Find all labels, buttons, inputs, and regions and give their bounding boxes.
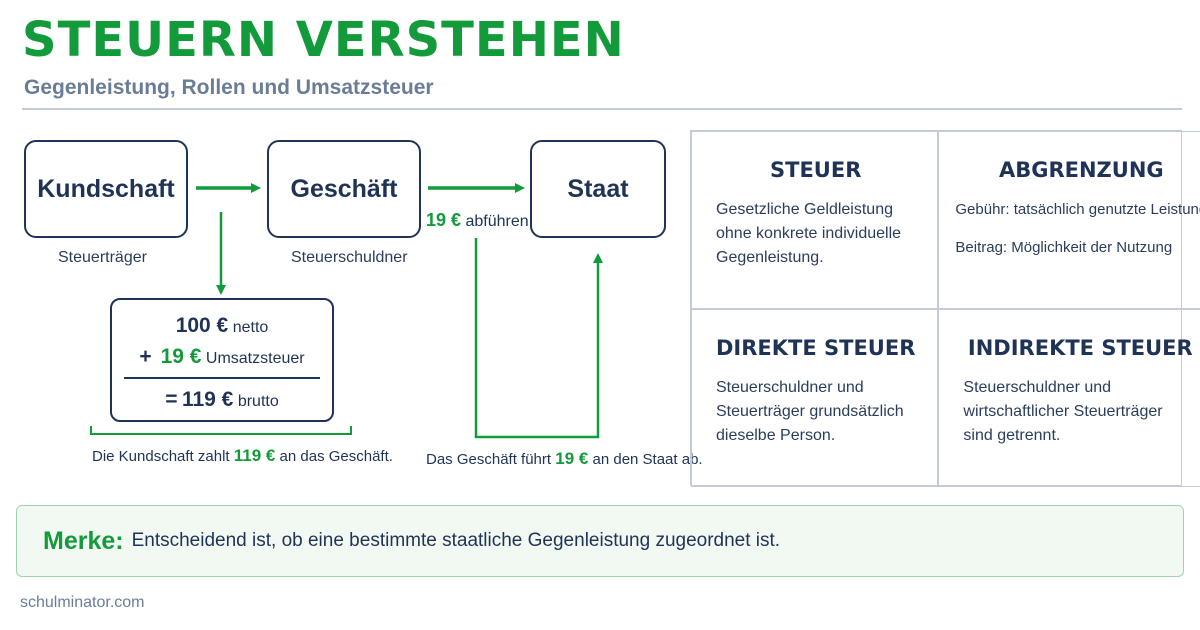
note-business-remits: Das Geschäft führt 19 € an den Staat ab. bbox=[426, 449, 703, 468]
role-steuerschuldner: Steuerschuldner bbox=[291, 249, 408, 266]
page-title: STEUERN VERSTEHEN bbox=[22, 12, 625, 68]
card-title: STEUER bbox=[770, 158, 862, 182]
price-calculation: 100 € netto + 19 € Umsatzsteuer = 119 € … bbox=[110, 298, 334, 422]
role-steuertraeger: Steuerträger bbox=[58, 249, 147, 266]
card-direkte-steuer: DIREKTE STEUER Steuerschuldner und Steue… bbox=[691, 309, 939, 487]
calc-net-label: netto bbox=[232, 319, 269, 336]
calc-gross-amount: 119 € bbox=[181, 388, 234, 411]
node-kundschaft: Kundschaft bbox=[24, 140, 188, 238]
definition-grid: STEUER Gesetzliche Geldleistung ohne kon… bbox=[690, 130, 1200, 487]
payment-amount: 19 € bbox=[426, 210, 462, 230]
calc-vat-amount: 19 € bbox=[160, 345, 202, 368]
page-subtitle: Gegenleistung, Rollen und Umsatzsteuer bbox=[24, 76, 434, 99]
header-divider bbox=[22, 108, 1182, 110]
card-title: INDIREKTE STEUER bbox=[967, 336, 1193, 360]
calc-bracket bbox=[90, 426, 352, 435]
payment-text: abführen bbox=[465, 213, 529, 230]
note-customer-pays: Die Kundschaft zahlt 119 € an das Geschä… bbox=[92, 446, 393, 465]
calc-gross-label: brutto bbox=[237, 393, 279, 410]
card-title: ABGRENZUNG bbox=[998, 158, 1164, 182]
payment-loop bbox=[474, 238, 603, 439]
calc-net-amount: 100 € bbox=[175, 314, 229, 337]
calc-vat-label: Umsatzsteuer bbox=[205, 350, 305, 367]
payment-label: 19 € abführen bbox=[426, 210, 529, 231]
footer-brand: schulminator.com bbox=[20, 594, 145, 611]
calc-net-row: 100 € netto bbox=[112, 314, 332, 338]
calc-separator bbox=[124, 377, 320, 379]
calc-gross-row: = 119 € brutto bbox=[112, 388, 332, 412]
calc-plus: + bbox=[139, 345, 152, 368]
card-title: DIREKTE STEUER bbox=[716, 336, 916, 360]
merke-box: Merke: Entscheidend ist, ob eine bestimm… bbox=[16, 505, 1184, 577]
card-steuer: STEUER Gesetzliche Geldleistung ohne kon… bbox=[691, 131, 939, 309]
node-geschaeft: Geschäft bbox=[267, 140, 421, 238]
card-abgrenzung: ABGRENZUNG Gebühr: tatsächlich genutzte … bbox=[938, 131, 1200, 309]
merke-text: Entscheidend ist, ob eine bestimmte staa… bbox=[131, 530, 781, 551]
calc-vat-row: + 19 € Umsatzsteuer bbox=[112, 345, 332, 369]
merke-label: Merke: bbox=[43, 526, 124, 555]
node-staat: Staat bbox=[530, 140, 666, 238]
card-indirekte-steuer: INDIREKTE STEUER Steuerschuldner und wir… bbox=[938, 309, 1200, 487]
calc-equals: = bbox=[165, 388, 178, 411]
